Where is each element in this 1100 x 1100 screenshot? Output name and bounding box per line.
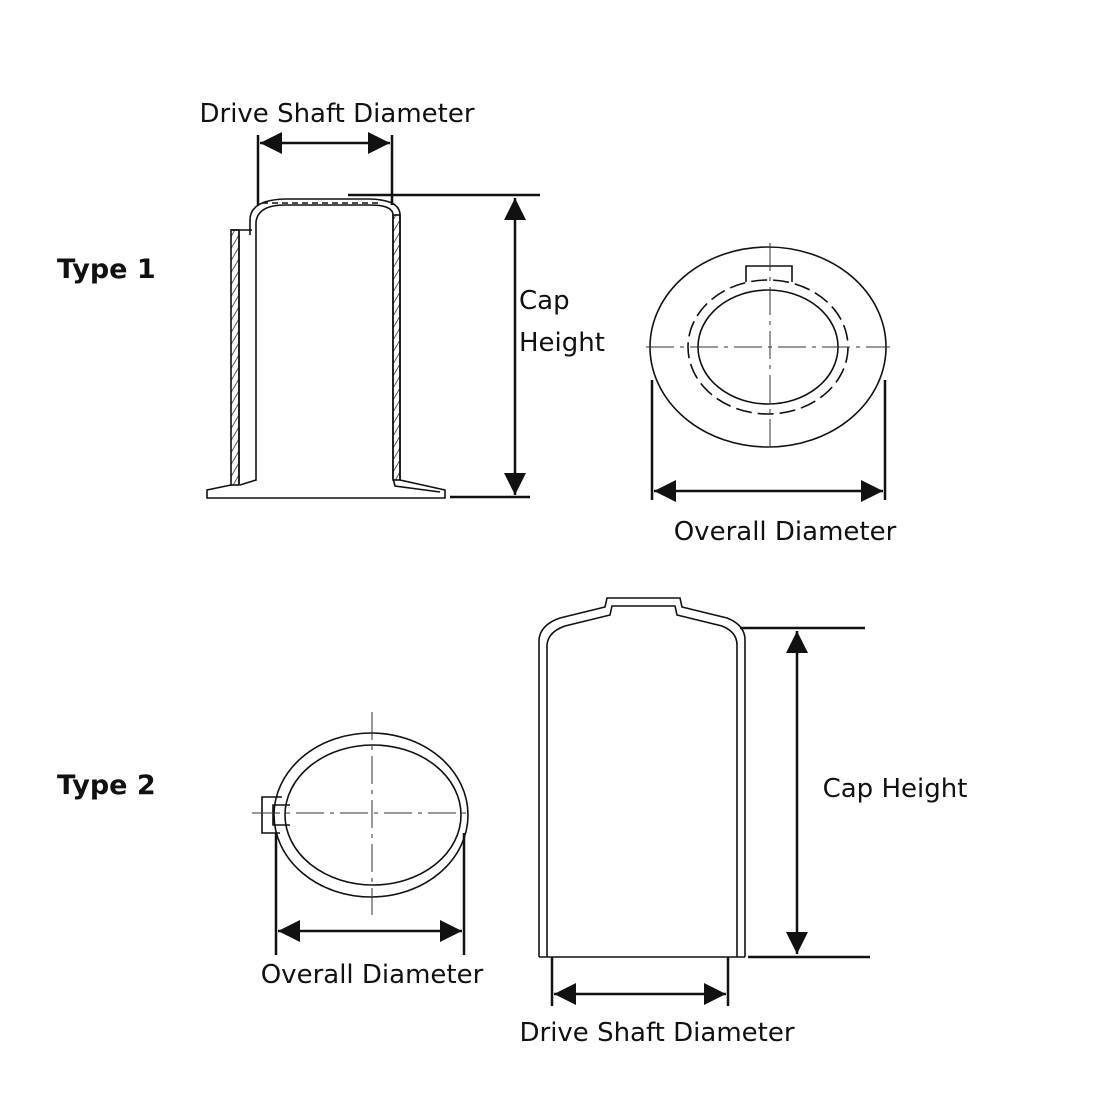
type2-overall-diameter-label: Overall Diameter xyxy=(260,960,484,990)
type1-title: Type 1 xyxy=(57,254,156,285)
type1-drive-shaft-diameter-label: Drive Shaft Diameter xyxy=(199,99,475,129)
type2-drive-shaft-diameter-label: Drive Shaft Diameter xyxy=(519,1018,795,1048)
type1-overall-diameter-dimension xyxy=(650,380,887,502)
type2-title: Type 2 xyxy=(57,770,156,801)
type2-top-view xyxy=(252,712,469,915)
type1-cap-height-label-line1: Cap xyxy=(519,286,570,316)
type1-overall-diameter-label: Overall Diameter xyxy=(673,517,897,547)
type2-side-view xyxy=(538,597,746,958)
type1-cap-height-label-line2: Height xyxy=(519,328,605,358)
type2-drive-shaft-dimension xyxy=(550,957,730,1006)
type2-overall-diameter-dimension xyxy=(274,833,466,955)
type1-drive-shaft-dimension xyxy=(256,132,394,205)
type1-side-view xyxy=(206,198,446,499)
type1-cap-height-dimension xyxy=(348,193,540,499)
type1-top-view xyxy=(646,243,890,452)
type2-cap-height-label: Cap Height xyxy=(822,774,968,804)
type2-cap-height-dimension xyxy=(740,626,870,959)
